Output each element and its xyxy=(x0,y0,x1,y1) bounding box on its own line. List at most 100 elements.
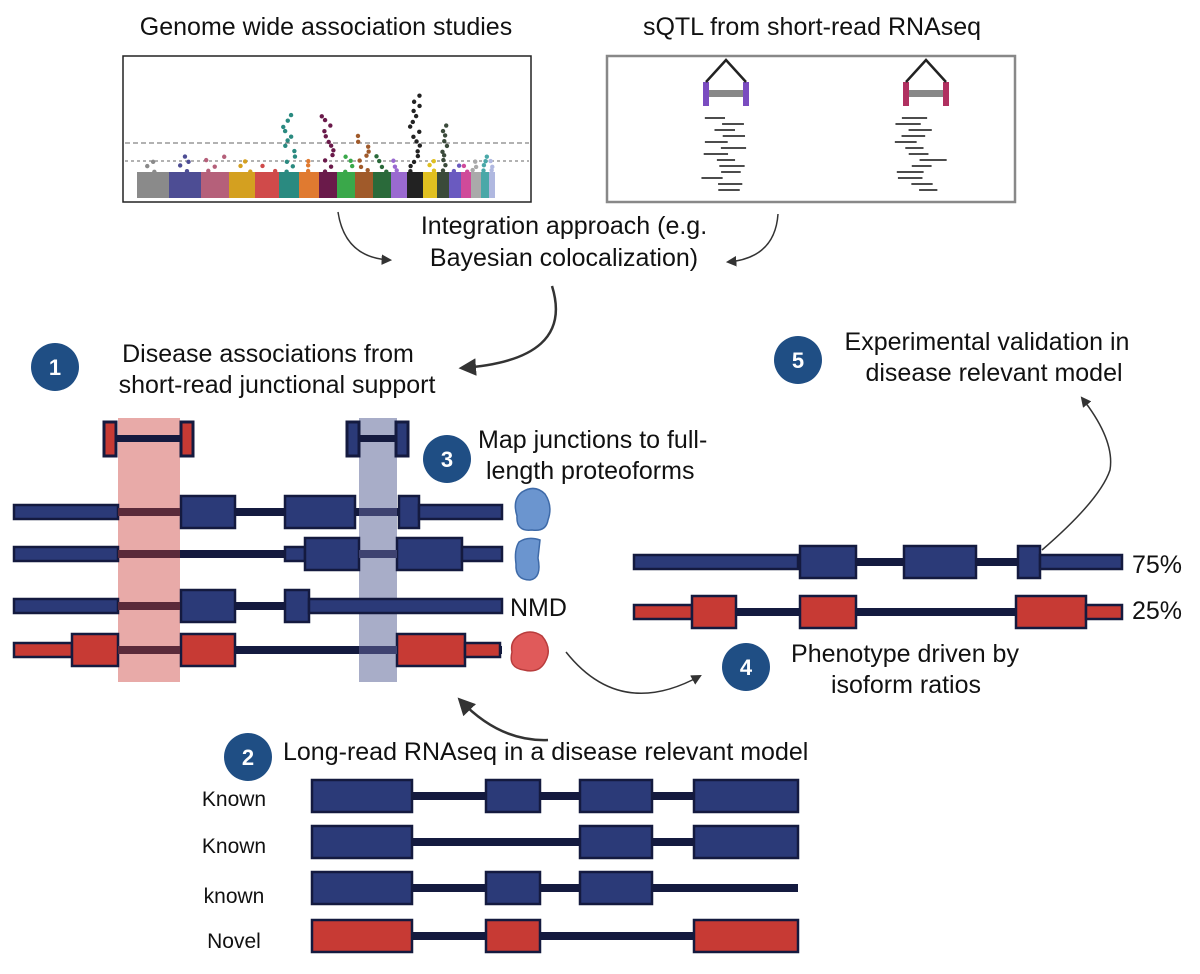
snp-dot xyxy=(284,159,290,165)
snp-dot xyxy=(411,108,416,114)
isoform-label-4: Novel xyxy=(207,930,261,953)
junction-overlays xyxy=(118,508,397,654)
curved-arrow-icon xyxy=(725,213,779,267)
exon-box xyxy=(283,494,357,530)
snp-dot xyxy=(285,118,290,123)
snp-dot xyxy=(343,154,348,159)
exon-box xyxy=(798,594,858,630)
curved-arrow-icon xyxy=(565,651,702,695)
exon-box xyxy=(179,494,237,530)
snp-dot xyxy=(288,134,294,139)
manhattan-block xyxy=(461,172,471,198)
gwas-panel-title: Genome wide association studies xyxy=(140,13,512,41)
snp-dot xyxy=(473,164,479,170)
exon-box xyxy=(307,597,504,615)
manhattan-block xyxy=(391,172,407,198)
snp-dot xyxy=(212,164,217,169)
step-3-badge xyxy=(423,435,471,483)
sqtl-panel xyxy=(605,54,1017,204)
snp-dot xyxy=(328,164,334,169)
step-4-badge xyxy=(722,643,770,691)
snp-dot xyxy=(322,129,327,134)
exon-box xyxy=(179,588,237,624)
step-4-label-line1: Phenotype driven by xyxy=(791,640,1019,668)
snp-dot xyxy=(288,112,294,118)
snp-dot xyxy=(364,153,369,158)
snp-dot xyxy=(319,114,324,119)
snp-dot xyxy=(442,139,447,144)
snp-dot xyxy=(290,164,296,169)
exon-box xyxy=(12,597,120,615)
isoform-label-3: known xyxy=(204,885,265,908)
integration-line1: Integration approach (e.g. xyxy=(421,212,707,240)
manhattan-block xyxy=(437,172,449,198)
snp-dot xyxy=(326,139,331,145)
curved-arrow-icon xyxy=(337,211,393,265)
step-4-label-line2: isoform ratios xyxy=(831,671,981,699)
manhattan-block xyxy=(319,172,337,198)
exon-box xyxy=(310,870,414,906)
snp-dot xyxy=(284,169,289,174)
snp-dot xyxy=(443,162,448,168)
junction-read-red xyxy=(102,420,195,458)
integration-line2: Bayesian colocalization) xyxy=(430,244,698,272)
exon-box xyxy=(1038,553,1124,571)
intron-line xyxy=(634,558,1122,566)
snp-dot xyxy=(414,139,419,144)
exon-box xyxy=(692,918,800,954)
snp-dot xyxy=(248,169,253,174)
exon-box xyxy=(692,824,800,860)
exon-box xyxy=(632,603,694,621)
snp-dot xyxy=(355,133,361,139)
ratio-bottom: 25% xyxy=(1132,597,1182,625)
snp-dot xyxy=(242,159,248,164)
snp-dot xyxy=(481,168,486,173)
step-2-label: Long-read RNAseq in a disease relevant m… xyxy=(283,738,808,766)
manhattan-block xyxy=(229,172,255,198)
step-3-label-line1: Map junctions to full- xyxy=(478,426,707,454)
snp-dot xyxy=(441,153,447,158)
manhattan-block xyxy=(279,172,299,198)
snp-dot xyxy=(440,168,446,173)
snp-dot xyxy=(440,149,445,155)
snp-dot xyxy=(322,158,328,163)
isoform-label-1: Known xyxy=(202,788,266,811)
snp-dot xyxy=(411,159,417,165)
snp-dot xyxy=(413,113,419,119)
snp-dot xyxy=(483,159,488,164)
curved-arrow-icon xyxy=(1041,396,1112,551)
protein-blob-icon xyxy=(510,631,549,672)
exon-box xyxy=(692,778,800,814)
manhattan-block xyxy=(489,172,495,198)
manhattan-block xyxy=(355,172,373,198)
manhattan-block xyxy=(201,172,229,198)
snp-dot xyxy=(145,163,150,169)
snp-dot xyxy=(292,148,297,154)
intron-line xyxy=(14,508,502,516)
manhattan-block xyxy=(407,172,423,198)
exon-box xyxy=(460,545,504,563)
snp-dot xyxy=(408,168,413,174)
short-reads xyxy=(701,117,947,191)
snp-dot xyxy=(415,149,420,154)
snp-dot xyxy=(343,169,348,175)
step-5-badge xyxy=(774,336,822,384)
snp-dot xyxy=(365,168,370,173)
intron-line xyxy=(14,602,502,610)
snp-dot xyxy=(305,168,311,174)
manhattan-block xyxy=(449,172,461,198)
exon-box xyxy=(484,870,542,906)
exon-box xyxy=(417,503,504,521)
exon-box xyxy=(397,494,421,530)
isoform-set-left xyxy=(12,494,504,668)
sqtl-junction-pink xyxy=(903,58,949,106)
snp-dot xyxy=(407,124,413,129)
snp-dot xyxy=(283,143,288,148)
exon-box xyxy=(902,544,978,580)
snp-dot xyxy=(349,163,355,169)
snp-dot xyxy=(384,169,389,174)
manhattan-block xyxy=(423,172,437,198)
snp-dot xyxy=(417,143,423,148)
snp-dot xyxy=(222,154,227,159)
